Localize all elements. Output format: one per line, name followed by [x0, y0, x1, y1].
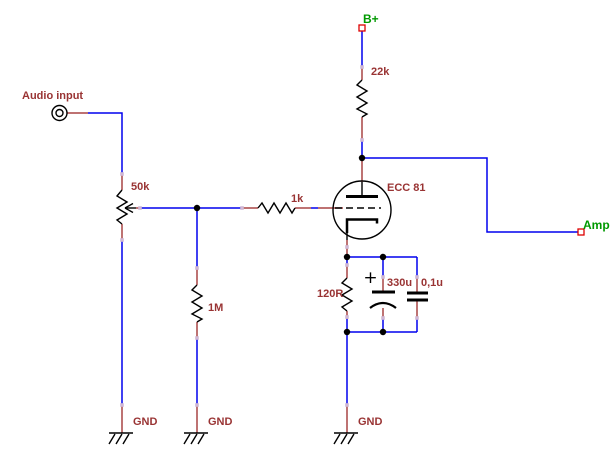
film-cap-symbol[interactable]: [407, 291, 428, 302]
terminal-layer: [358, 24, 585, 236]
bypass-cap-value: 330u: [387, 277, 412, 289]
volume-pot-value: 50k: [131, 181, 150, 193]
cathode-resistor-value: 120R: [317, 288, 343, 300]
pin-marker: [240, 206, 244, 210]
output-terminal-label: Amp: [583, 218, 610, 232]
pin-marker: [345, 245, 349, 249]
pin-marker: [138, 206, 142, 210]
wire-anode-to-output[interactable]: [362, 157, 578, 233]
connector-inner-circle: [55, 108, 64, 118]
ground-symbol-input[interactable]: [108, 432, 134, 445]
terminal-label-layer: B+ Amp: [363, 12, 610, 232]
wire-input-to-pot[interactable]: [88, 112, 123, 174]
grid-leak-zigzag[interactable]: [190, 284, 204, 323]
supply-terminal-square[interactable]: [358, 24, 366, 32]
audio-input-label: Audio input: [22, 90, 83, 102]
pin-marker: [120, 403, 124, 407]
pot-zigzag: [115, 189, 129, 225]
junction-dot: [343, 328, 351, 336]
pin-marker: [195, 336, 199, 340]
gnd-label-input: GND: [133, 416, 158, 428]
symbol-layer: [51, 79, 428, 445]
ground-symbol-cathode[interactable]: [333, 432, 359, 445]
gnd-label-cathode: GND: [358, 416, 383, 428]
pin-marker: [360, 138, 364, 142]
pin-marker: [120, 172, 124, 176]
tube-symbol[interactable]: [332, 180, 392, 240]
pin-marker: [195, 403, 199, 407]
tube-cathode-bracket: [345, 218, 379, 233]
pin-marker: [415, 275, 419, 279]
supply-terminal-label: B+: [363, 12, 379, 26]
pin-marker: [345, 263, 349, 267]
plate-resistor-zigzag[interactable]: [355, 79, 369, 118]
grid-leak-value: 1M: [208, 302, 223, 314]
gnd-label-grid-leak: GND: [208, 416, 233, 428]
pin-marker: [360, 65, 364, 69]
lead-layer: [67, 67, 418, 433]
bypass-cap-curved-plate: [369, 301, 397, 309]
connector-outer-circle: [51, 104, 68, 122]
bypass-cap-symbol[interactable]: [369, 290, 397, 309]
pin-marker: [345, 403, 349, 407]
grid-resistor-value: 1k: [291, 193, 304, 205]
grid-resistor-zigzag[interactable]: [257, 201, 296, 215]
pin-marker-layer: [120, 65, 419, 407]
cathode-resistor-zigzag[interactable]: [340, 277, 354, 312]
junction-dot: [358, 154, 366, 162]
tube-envelope-circle: [332, 180, 392, 240]
pin-marker: [120, 238, 124, 242]
junction-dot: [379, 253, 387, 261]
junction-dot: [343, 253, 351, 261]
ground-symbol-grid-leak[interactable]: [183, 432, 209, 445]
audio-input-connector-symbol[interactable]: [51, 104, 68, 122]
label-layer: Audio input 50k 1k 1M 22k ECC 81 120R 33…: [22, 66, 443, 428]
pin-marker: [415, 316, 419, 320]
film-cap-value: 0,1u: [421, 277, 443, 289]
junction-dot: [193, 204, 201, 212]
bypass-cap-polarity-plus: +: [363, 268, 377, 288]
wire-layer: [88, 30, 578, 405]
tube-name-label: ECC 81: [387, 182, 426, 194]
volume-pot-symbol[interactable]: [115, 189, 136, 225]
plate-resistor-value: 22k: [371, 66, 390, 78]
pin-marker: [345, 315, 349, 319]
pot-wiper-arrow-upper: [124, 202, 134, 209]
pin-marker: [381, 316, 385, 320]
output-terminal-square[interactable]: [577, 228, 585, 236]
pin-marker: [381, 275, 385, 279]
junction-dot: [379, 328, 387, 336]
junction-layer: [193, 154, 387, 336]
pin-marker: [195, 266, 199, 270]
pot-wiper-arrow-lower: [124, 207, 134, 214]
